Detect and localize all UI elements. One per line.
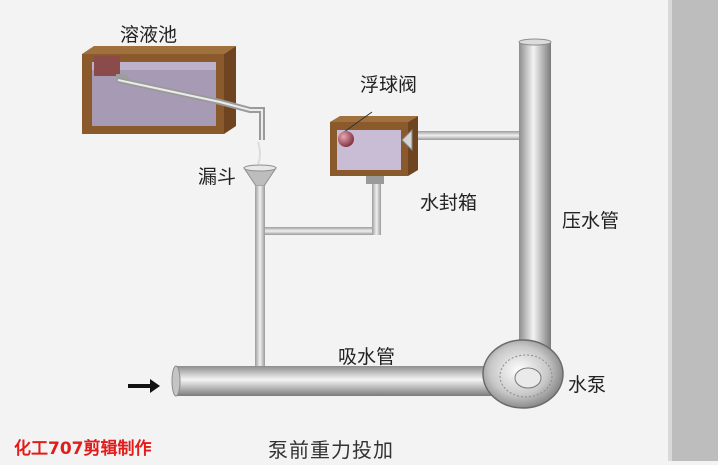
tank-side-wall xyxy=(224,46,236,134)
label-float-valve: 浮球阀 xyxy=(360,74,418,96)
suction-pipe xyxy=(176,366,500,396)
pressure-pipe-top xyxy=(518,38,552,46)
right-side-strip xyxy=(668,0,718,461)
suction-pipe-inlet xyxy=(171,365,181,397)
funnel-downpipe xyxy=(255,186,265,366)
pressure-pipe xyxy=(519,42,551,352)
seal-connector-horizontal xyxy=(265,227,377,235)
funnel-stream xyxy=(257,141,261,165)
label-funnel: 漏斗 xyxy=(198,166,237,188)
seal-connector-vertical xyxy=(372,182,381,235)
label-water-pump: 水泵 xyxy=(568,374,607,396)
pump-eye xyxy=(514,367,542,389)
dosing-line-highlight xyxy=(117,79,263,140)
side-strip-highlight xyxy=(668,0,672,461)
caption: 泵前重力投加 xyxy=(268,438,394,462)
label-pressure-pipe: 压水管 xyxy=(562,210,620,232)
tank-top-rim xyxy=(82,46,236,54)
water-pump xyxy=(482,339,564,409)
flow-arrow-icon xyxy=(128,379,160,393)
label-water-seal-box: 水封箱 xyxy=(420,192,478,214)
seal-box-top-rim xyxy=(330,116,418,122)
funnel xyxy=(243,141,277,187)
water-seal-box xyxy=(330,111,418,184)
seal-box-inlet-nozzle xyxy=(401,128,413,152)
float-ball-icon xyxy=(338,131,354,147)
tank-outlet-block xyxy=(94,56,120,76)
funnel-rim xyxy=(243,164,277,172)
pump-inner-ring xyxy=(499,354,553,398)
watermark: 化工707剪辑制作 xyxy=(14,439,152,459)
feed-line xyxy=(418,131,524,140)
label-suction-pipe: 吸水管 xyxy=(338,346,396,368)
label-solution-tank: 溶液池 xyxy=(120,24,178,46)
float-valve-leader xyxy=(343,111,373,133)
tank-liquid-surface xyxy=(92,62,216,70)
seal-box-outlet xyxy=(366,176,384,184)
